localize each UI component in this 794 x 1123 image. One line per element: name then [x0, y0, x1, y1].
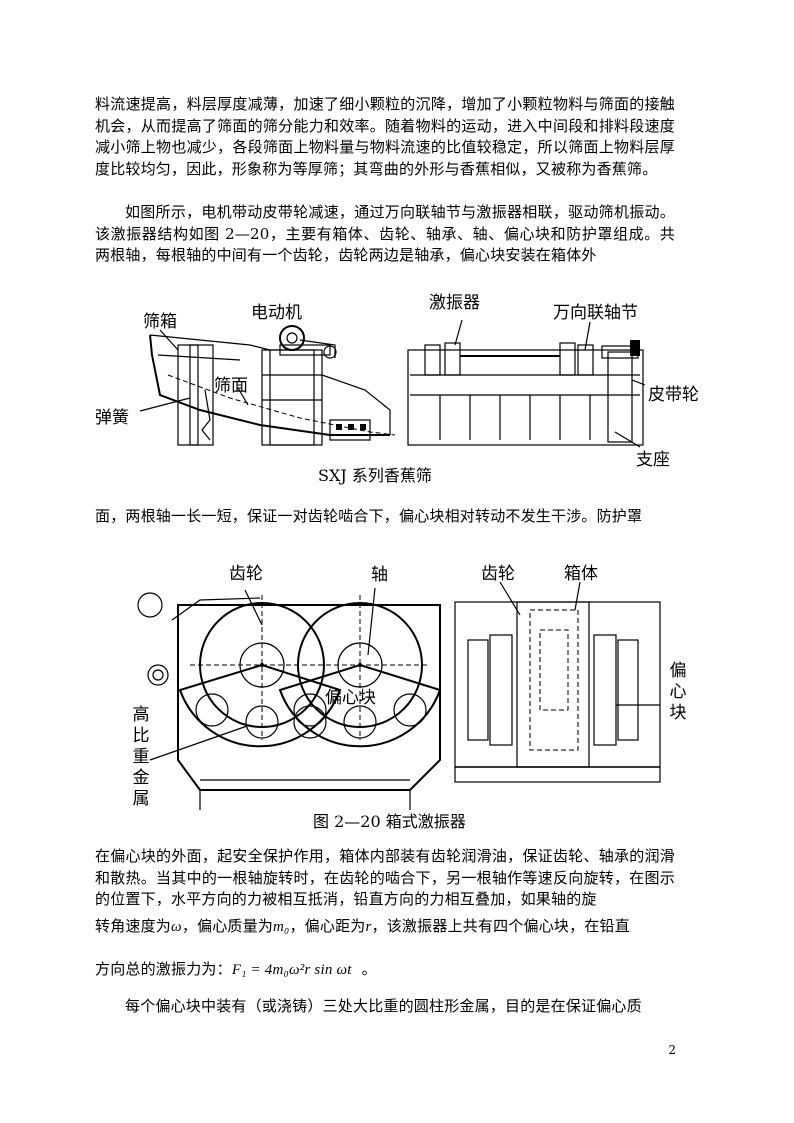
text-four-blocks: ，该激振器上共有四个偏心块，在铅直 [371, 917, 630, 935]
figure1-caption: SXJ 系列香蕉筛 [318, 466, 432, 485]
text-exciting-force: 方向总的激振力为： [95, 960, 232, 978]
end-view [407, 319, 646, 448]
page-number: 2 [668, 1043, 676, 1057]
exciter-front-view [137, 587, 442, 810]
symbol-omega: ω [171, 919, 182, 935]
label-exciter: 激振器 [429, 293, 480, 313]
label-gear-left: 齿轮 [229, 564, 263, 584]
paragraph-7: 每个偏心块中装有（或浇铸）三处大比重的圆柱形金属，目的是在保证偏心质 [125, 997, 642, 1015]
spring-icon [201, 389, 211, 441]
symbol-m0: m₀ [273, 919, 290, 935]
label-motor: 电动机 [251, 303, 302, 323]
paragraph-5: 转角速度为ω，偏心质量为m₀，偏心距为r，该激振器上共有四个偏心块，在铅直 [95, 916, 675, 939]
label-screen-surface: 筛面 [214, 376, 248, 396]
paragraph-3: 面，两根轴一长一短，保证一对齿轮啮合下，偏心块相对转动不发生干涉。防护罩 [95, 507, 643, 525]
symbol-r: r [365, 919, 372, 935]
paragraph-4: 在偏心块的外面，起安全保护作用，箱体内部装有齿轮润滑油，保证齿轮、轴承的润滑和散… [95, 847, 675, 908]
text-period: 。 [361, 960, 377, 978]
text-eccentric-distance: ，偏心距为 [289, 917, 366, 935]
label-screen-box: 筛箱 [143, 312, 177, 332]
paragraph-6: 方向总的激振力为：F₁ = 4m₀ω²r sin ωt 。 [95, 959, 675, 982]
formula-exciting-force: F₁ = 4m₀ω²r sin ωt [231, 962, 352, 978]
label-gear-right: 齿轮 [481, 564, 515, 584]
exciter-side-view [454, 581, 661, 783]
label-heavy-metal: 高比重金属 [132, 705, 150, 809]
label-shaft: 轴 [371, 565, 388, 585]
label-cardan-joint: 万向联轴节 [553, 303, 638, 323]
label-box: 箱体 [564, 564, 598, 584]
text-angular-speed: 转角速度为 [95, 917, 172, 935]
label-eccentric-block-side: 偏心块 [669, 661, 687, 723]
label-eccentric-block-center: 偏心块 [325, 688, 376, 708]
figure2-caption: 图 2—20 箱式激振器 [313, 812, 466, 831]
text-eccentric-mass: ，偏心质量为 [181, 917, 274, 935]
paragraph-2: 如图所示，电机带动皮带轮减速，通过万向联轴节与激振器相联，驱动筛机振动。该激振器… [95, 203, 675, 264]
side-view [139, 325, 396, 446]
label-spring: 弹簧 [95, 408, 129, 428]
label-pulley: 皮带轮 [648, 385, 699, 405]
paragraph-1: 料流速提高，料层厚度减薄，加速了细小颗粒的沉降，增加了小颗粒物料与筛面的接触机会… [95, 95, 675, 178]
label-support: 支座 [636, 450, 670, 470]
